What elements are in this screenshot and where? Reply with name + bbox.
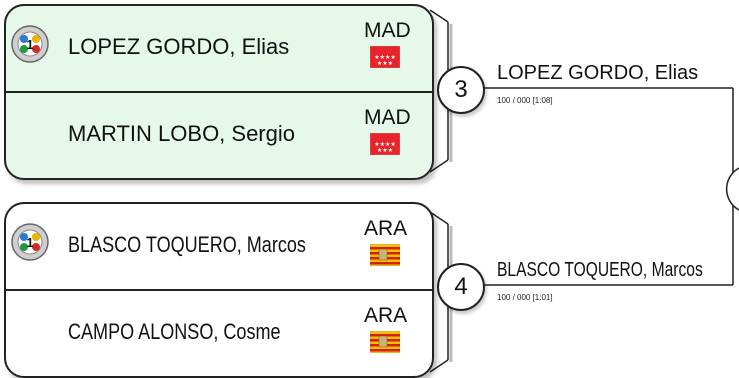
ijf-seed-emblem-icon: 1 (11, 25, 49, 63)
match-winner-name[interactable]: BLASCO TOQUERO, Marcos (497, 259, 703, 281)
club: ARA (364, 217, 408, 266)
player-name: MARTIN LOBO, Sergio (68, 121, 295, 146)
player-name: CAMPO ALONSO, Cosme (68, 319, 281, 344)
club: MAD ★★★★ ★★★ (364, 106, 411, 155)
svg-text:1: 1 (26, 235, 33, 250)
club: MAD ★★★★ ★★★ (364, 19, 411, 68)
club-code: ARA (364, 217, 408, 240)
match-score: 100 / 000 [1:08] (497, 96, 553, 105)
match-score: 100 / 000 [1:01] (497, 293, 553, 302)
club-code: ARA (364, 304, 408, 327)
match-number-badge: 4 (437, 263, 485, 311)
svg-text:1: 1 (26, 37, 33, 52)
player-row[interactable]: MARTIN LOBO, Sergio MAD ★★★★ ★★★ (6, 93, 432, 178)
svg-text:★★★★: ★★★★ (374, 141, 396, 148)
player-row[interactable]: 1 BLASCO TOQUERO, Marcos ARA (6, 204, 432, 291)
match-winner-name[interactable]: LOPEZ GORDO, Elias (497, 62, 699, 84)
ijf-seed-emblem-icon: 1 (11, 223, 49, 261)
aragon-flag-icon (370, 331, 400, 353)
match-3-card: 1 LOPEZ GORDO, Elias MAD ★★★★ ★★★ MARTIN… (4, 4, 434, 180)
player-row[interactable]: 1 LOPEZ GORDO, Elias MAD ★★★★ ★★★ (6, 6, 432, 93)
svg-text:★★★: ★★★ (377, 147, 393, 154)
player-name: BLASCO TOQUERO, Marcos (68, 232, 306, 257)
player-name: LOPEZ GORDO, Elias (68, 34, 290, 59)
madrid-flag-icon: ★★★★ ★★★ (370, 133, 400, 155)
match-number-badge: 3 (437, 66, 485, 114)
madrid-flag-icon: ★★★★ ★★★ (370, 46, 400, 68)
club-code: MAD (364, 106, 411, 129)
player-row[interactable]: CAMPO ALONSO, Cosme ARA (6, 291, 432, 376)
svg-text:★★★★: ★★★★ (374, 54, 396, 61)
svg-text:★★★: ★★★ (377, 60, 393, 67)
club-code: MAD (364, 19, 411, 42)
club: ARA (364, 304, 408, 353)
match-4-card: 1 BLASCO TOQUERO, Marcos ARA CAMPO ALONS… (4, 202, 434, 378)
aragon-flag-icon (370, 244, 400, 266)
